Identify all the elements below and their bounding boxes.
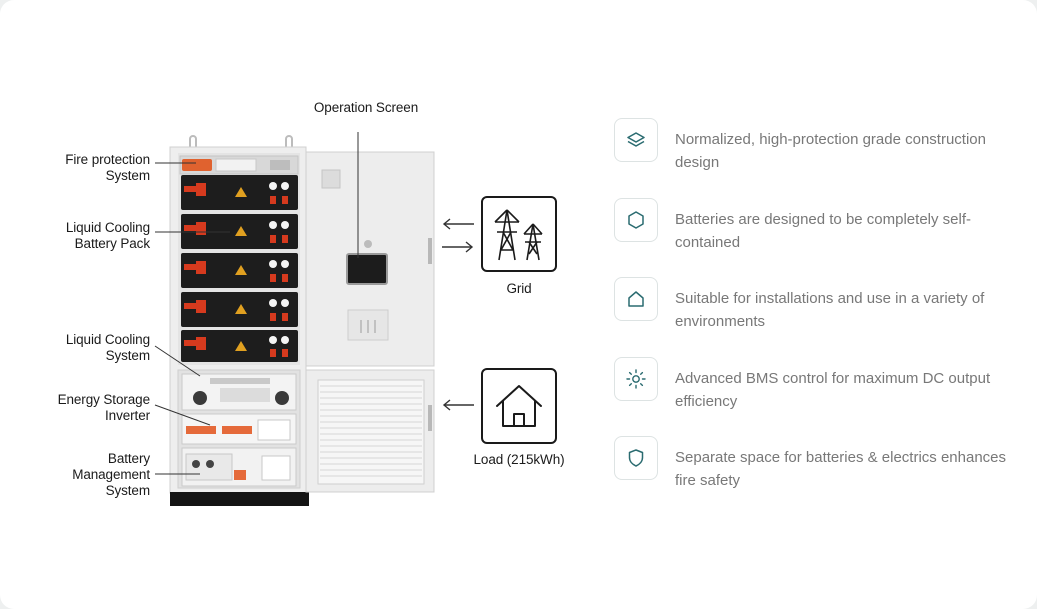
transmission-tower-icon [494,209,543,261]
sun-icon [626,368,646,389]
feature-item: Suitable for installations and use in a … [614,275,1024,355]
hexagon-icon [628,210,644,229]
label-fire-protection-system: Fire protection System [65,152,150,183]
label-battery-management-system: Battery Management System [72,451,150,498]
feature-badge [614,436,658,480]
feature-item: Advanced BMS control for maximum DC outp… [614,355,1024,435]
feature-badge [614,197,658,242]
shield-icon [628,449,644,467]
label-operation-screen: Operation Screen [313,100,419,115]
label-energy-storage-inverter: Energy Storage Inverter [57,392,151,423]
feature-item: Normalized, high-protection grade constr… [614,116,1024,196]
feature-badge [614,277,658,321]
label-load: Load (215kWh) [473,452,565,467]
battery-packs [181,175,298,362]
feature-text: Batteries are designed to be completely … [675,210,971,251]
feature-text: Normalized, high-protection grade constr… [675,131,986,171]
callout-lines [154,132,359,475]
load-arrow [442,399,474,411]
label-liquid-cooling-battery-pack: Liquid Cooling Battery Pack [65,220,150,251]
feature-text: Suitable for installations and use in a … [675,290,985,330]
system-diagram: Operation Screen Fire protection System … [57,100,565,506]
feature-item: Batteries are designed to be completely … [614,196,1024,276]
feature-item: Separate space for batteries & electrics… [614,434,1024,514]
label-grid: Grid [506,281,532,296]
house-icon [496,385,542,427]
feature-list: Normalized, high-protection grade constr… [614,116,1024,514]
feature-badge [614,356,658,401]
feature-text: Separate space for batteries & electrics… [675,449,1007,489]
layers-icon [627,132,645,147]
grid-box [481,196,557,272]
cabinet-illustration [154,132,474,506]
feature-text: Advanced BMS control for maximum DC outp… [675,369,991,410]
load-box [481,368,557,444]
feature-badge [614,118,658,162]
label-liquid-cooling-system: Liquid Cooling System [65,332,150,363]
home-icon [628,291,644,307]
grid-arrows [442,218,474,253]
